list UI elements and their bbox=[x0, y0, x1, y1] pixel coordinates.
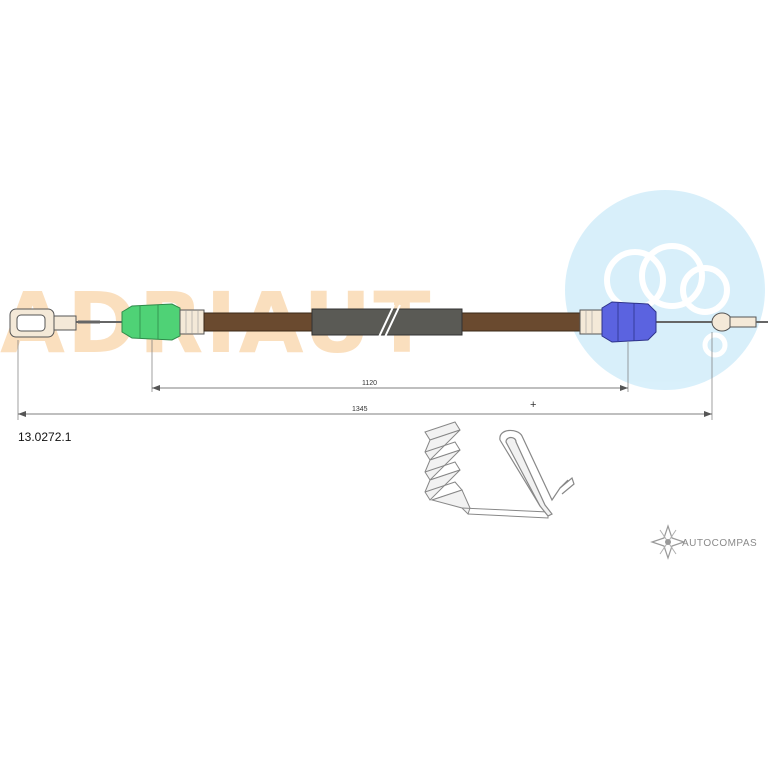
left-fitting bbox=[121, 303, 205, 341]
part-number: 13.0272.1 bbox=[18, 430, 72, 444]
dimension-total-label: 1345 bbox=[352, 406, 368, 413]
dimension-inner: 1120 bbox=[152, 380, 628, 391]
eyelet-end-icon bbox=[9, 308, 100, 338]
brand-logo-text: AUTOCOMPAS bbox=[682, 538, 757, 549]
coil-spring-icon bbox=[424, 421, 549, 519]
compass-star-logo-icon bbox=[650, 524, 686, 560]
dimension-total: 1345 bbox=[18, 406, 712, 417]
extension-lines bbox=[17, 332, 713, 420]
watermark-circle-logo bbox=[565, 190, 765, 390]
dimension-inner-label: 1120 bbox=[362, 380, 377, 387]
plus-mark: + bbox=[530, 399, 536, 411]
right-fitting bbox=[579, 301, 657, 343]
cable-sheath bbox=[203, 304, 581, 340]
ball-end-icon bbox=[711, 312, 768, 332]
clip-spring-icon bbox=[499, 429, 575, 517]
